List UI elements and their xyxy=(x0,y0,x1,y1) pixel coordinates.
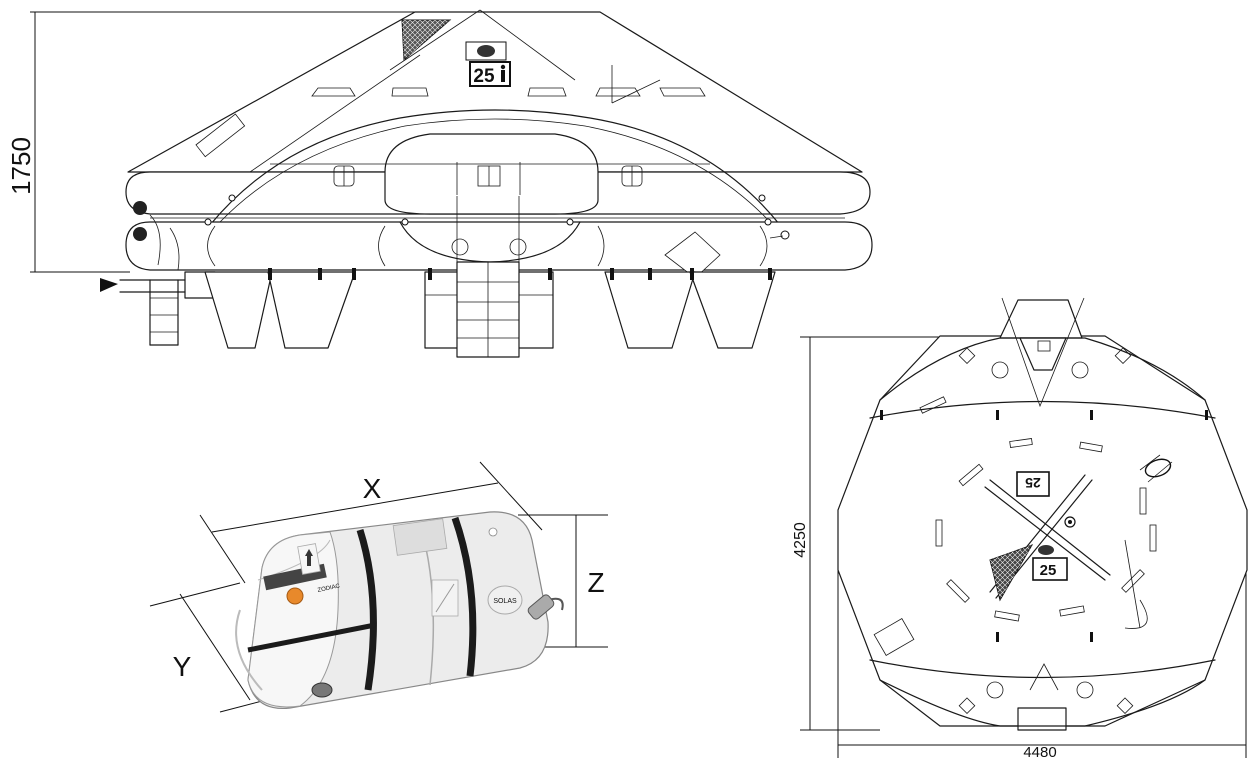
plan-capacity-label: 25 xyxy=(1040,562,1057,579)
svg-text:25: 25 xyxy=(1025,475,1041,491)
plan-capacity-plate-lower: 25 xyxy=(1032,545,1068,581)
canister-solas-label: SOLAS xyxy=(493,598,517,605)
canister-z-label: Z xyxy=(587,567,604,598)
canister-brand: ZODIAC xyxy=(317,583,341,594)
person-icon xyxy=(500,64,506,82)
capacity-label: 25 xyxy=(473,66,495,87)
plan-hatches xyxy=(873,396,1157,656)
plan-length-label: 4250 xyxy=(792,522,809,558)
canister-y-label: Y xyxy=(173,651,192,682)
canister-dimension-lines xyxy=(149,461,608,713)
capacity-plate: 25 xyxy=(465,41,511,87)
plan-width-label: 4480 xyxy=(1023,744,1056,758)
side-ladder-left xyxy=(149,279,179,346)
liferaft-canister: ZODIAC SOLAS xyxy=(235,511,564,710)
brand-logo xyxy=(286,587,304,605)
plan-capacity-plate-upper: 25 xyxy=(1016,471,1050,497)
entrance-opening xyxy=(384,133,599,215)
plan-dimensions: 4250 4480 xyxy=(792,336,1247,761)
boarding-ladder xyxy=(456,261,520,358)
boarding-net xyxy=(401,19,452,62)
arrow-up-icon xyxy=(297,543,321,575)
rescue-ring-icon xyxy=(1139,454,1173,483)
canister-x-label: X xyxy=(363,473,382,504)
ballast-pockets xyxy=(204,268,776,349)
canister-view: X Y Z ZODIAC SOLAS xyxy=(149,461,608,713)
plan-view: 4250 4480 xyxy=(792,297,1248,761)
side-height-label: 1750 xyxy=(6,137,36,195)
side-view: 1750 25 xyxy=(6,9,873,358)
